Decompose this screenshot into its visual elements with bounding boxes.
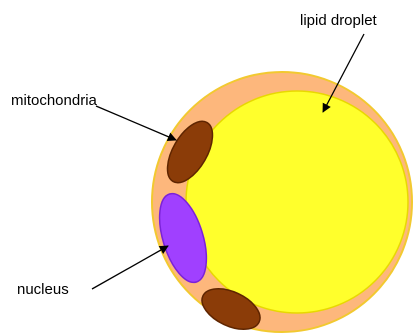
label-mitochondria: mitochondria (11, 92, 98, 109)
label-nucleus: nucleus (17, 281, 69, 298)
lipid-droplet (186, 91, 408, 313)
label-lipid-droplet: lipid droplet (300, 12, 378, 29)
arrow-nucleus (92, 246, 168, 289)
arrow-mitochondria (96, 106, 176, 140)
